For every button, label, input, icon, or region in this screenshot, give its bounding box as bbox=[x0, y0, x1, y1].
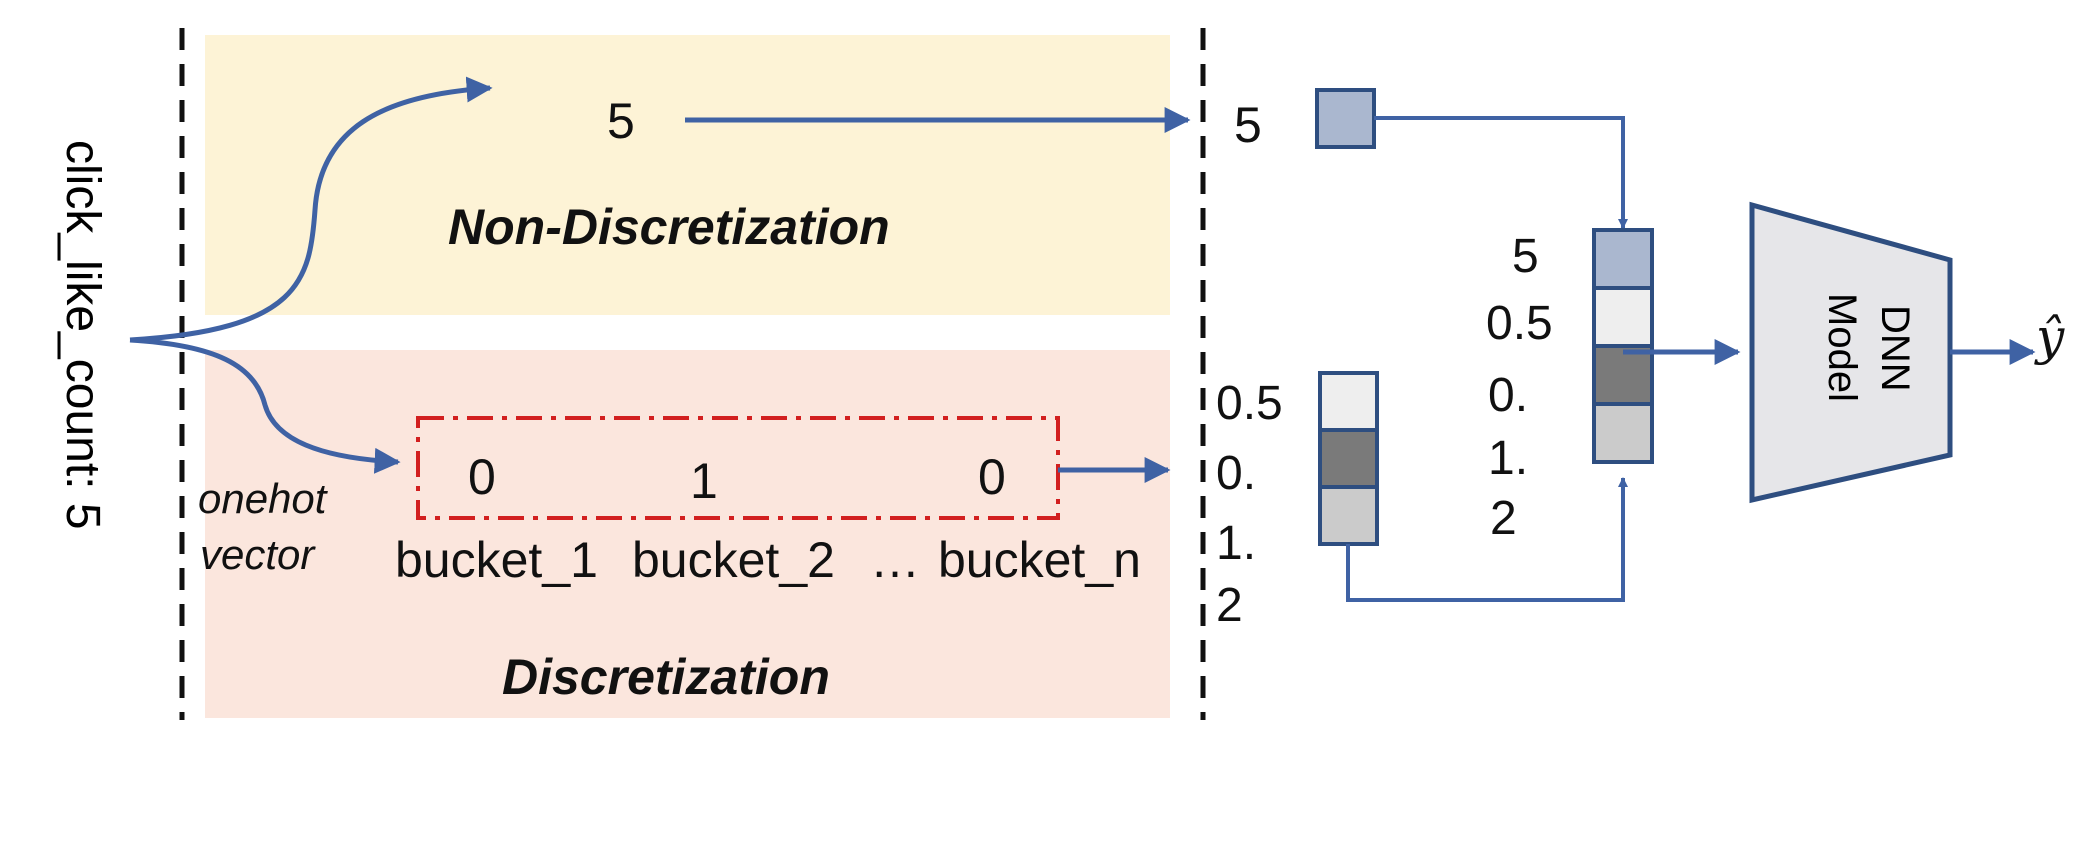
non-discretization-embedding-cell bbox=[1315, 88, 1376, 149]
discretization-output-value-4: 2 bbox=[1216, 579, 1243, 632]
branch-to-discretization-arrow bbox=[129, 337, 401, 474]
non-discretization-title: Non-Discretization bbox=[448, 199, 890, 255]
concat-cell-2 bbox=[1592, 286, 1654, 348]
discretization-output-value-1: 0.5 bbox=[1216, 377, 1283, 430]
concat-value-3: 0. bbox=[1488, 369, 1529, 422]
onehot-value-2: 1 bbox=[690, 453, 718, 509]
discretization-panel bbox=[205, 350, 1170, 718]
bucket-label-1: bucket_1 bbox=[395, 532, 598, 588]
discretization-cell-3 bbox=[1318, 485, 1379, 546]
non-discretization-input-value: 5 bbox=[607, 93, 635, 149]
concat-value-5: 2 bbox=[1490, 492, 1517, 545]
bucket-label-n: bucket_n bbox=[938, 532, 1141, 588]
onehot-value-3: 0 bbox=[978, 449, 1006, 505]
connector-disc-to-concat bbox=[1346, 477, 1628, 602]
output-y-hat: ŷ bbox=[2036, 308, 2065, 366]
discretization-title: Discretization bbox=[502, 649, 830, 705]
bucket-label-ellipsis: … bbox=[870, 532, 920, 588]
onehot-value-1: 0 bbox=[468, 449, 496, 505]
bucket-label-2: bucket_2 bbox=[632, 532, 835, 588]
onehot-label-line2: vector bbox=[200, 531, 315, 578]
concat-value-1: 5 bbox=[1512, 230, 1539, 283]
discretization-output-value-2: 0. bbox=[1216, 447, 1257, 500]
concat-cell-3 bbox=[1592, 344, 1654, 406]
connector-non-disc-to-concat bbox=[1374, 116, 1628, 229]
concat-cell-1 bbox=[1592, 228, 1654, 290]
dnn-model-label-line1: DNN bbox=[1873, 305, 1917, 392]
discretization-cell-1 bbox=[1318, 371, 1379, 432]
discretization-output-value-3: 1. bbox=[1216, 517, 1257, 570]
concat-value-2: 0.5 bbox=[1486, 297, 1553, 350]
non-discretization-output-value: 5 bbox=[1234, 97, 1262, 153]
onehot-label-line1: onehot bbox=[198, 475, 327, 522]
discretization-cell-2 bbox=[1318, 428, 1379, 489]
concat-value-4: 1. bbox=[1488, 432, 1529, 485]
feature-label: click_like_count: 5 bbox=[56, 140, 109, 530]
dnn-model-label-line2: Model bbox=[1820, 293, 1864, 402]
concat-cell-4 bbox=[1592, 402, 1654, 464]
dnn-model-shape bbox=[1749, 201, 1953, 504]
non-discretization-panel bbox=[205, 35, 1170, 315]
branch-to-non-discretization-arrow bbox=[129, 76, 493, 343]
